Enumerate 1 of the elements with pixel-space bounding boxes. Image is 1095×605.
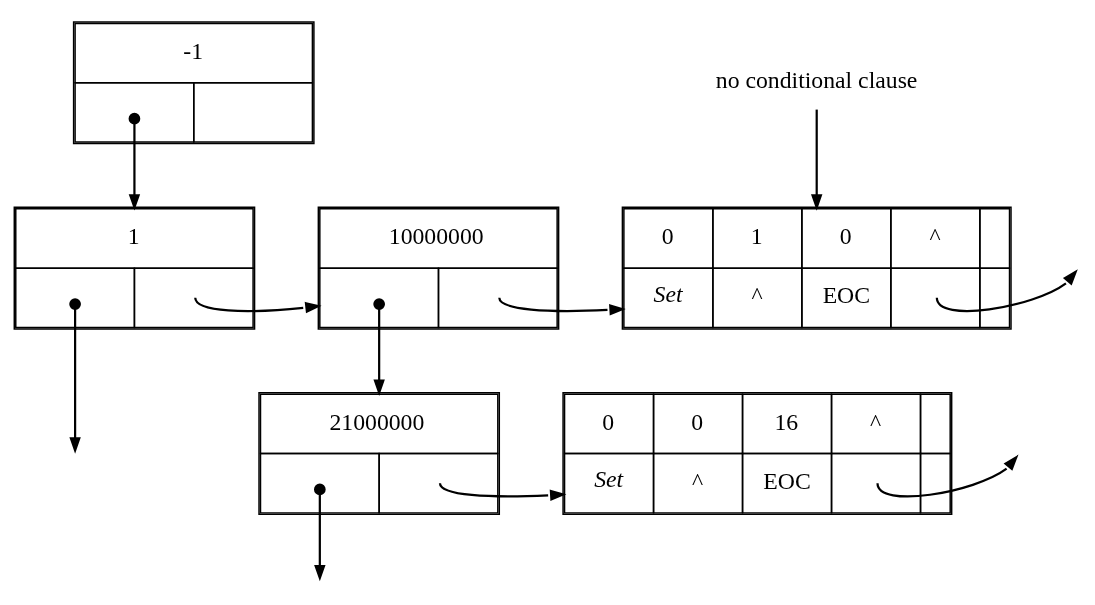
- node-text: no conditional clause: [715, 66, 918, 93]
